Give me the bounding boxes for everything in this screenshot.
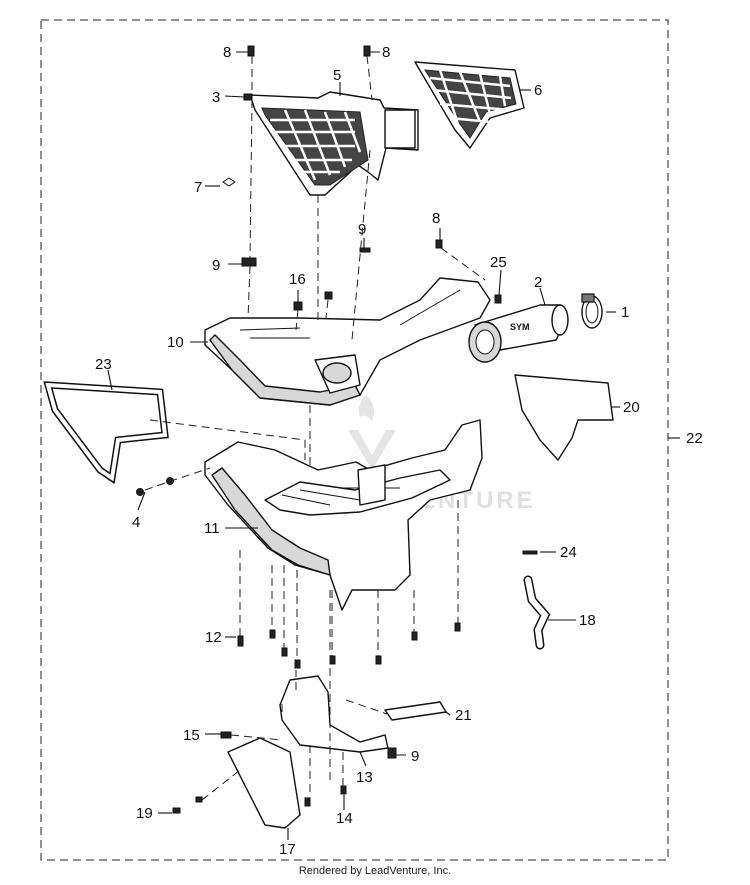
label-part-9b: 9 [212,257,220,274]
part-11-airbox-lower [204,419,483,611]
label-part-15: 15 [183,727,200,744]
label-part-20: 20 [623,399,640,416]
part-5-intake-duct [249,91,419,196]
label-part-8a: 8 [223,44,231,61]
label-part-1: 1 [621,304,629,321]
label-part-16: 16 [289,271,306,288]
part-1-hose-clamp [581,293,603,329]
label-part-22: 22 [686,430,703,447]
part-23-gasket [43,381,169,484]
label-part-25: 25 [490,254,507,271]
assembly-guide-lines [144,55,499,801]
label-part-17: 17 [279,841,296,858]
leader-lines [107,51,680,840]
svg-text:SYM: SYM [510,322,530,332]
label-part-21: 21 [455,707,472,724]
label-part-9a: 9 [358,221,366,238]
label-part-19: 19 [136,805,153,822]
part-10-airbox-upper [204,277,491,406]
label-part-8b: 8 [382,44,390,61]
part-2-intake-tube: SYM [468,304,569,363]
label-part-24: 24 [560,544,577,561]
label-part-18: 18 [579,612,596,629]
label-part-9c: 9 [411,748,419,765]
diagram-border [40,19,669,861]
part-20-side-cover [514,374,614,461]
label-part-13: 13 [356,769,373,786]
label-part-4: 4 [132,514,140,531]
part-labels: 1 2 3 4 5 6 7 8 8 8 9 9 9 9 10 11 12 13 … [95,44,703,858]
label-part-7: 7 [194,179,202,196]
label-part-3: 3 [212,89,220,106]
label-part-12: 12 [205,629,222,646]
label-part-5: 5 [333,67,341,84]
label-part-10: 10 [167,334,184,351]
footer-credit: Rendered by LeadVenture, Inc. [298,865,452,877]
part-18-hose [523,575,551,650]
label-part-23: 23 [95,356,112,373]
label-part-11: 11 [204,520,220,537]
part-13-drain-bracket [279,675,389,753]
label-part-2: 2 [534,274,542,291]
part-21-plate [384,701,447,721]
part-6-mesh-cover [414,61,525,149]
label-part-6: 6 [534,82,542,99]
label-part-8c: 8 [432,210,440,227]
part-17-mud-flap [227,737,301,829]
label-part-14: 14 [336,810,353,827]
